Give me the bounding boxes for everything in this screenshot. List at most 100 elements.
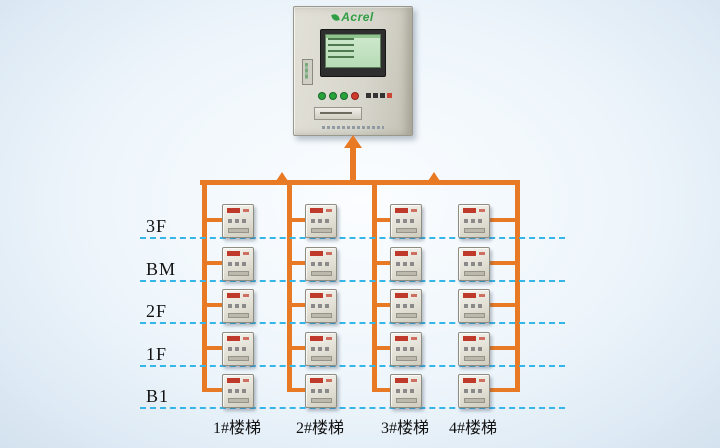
black-key-icon <box>366 93 372 98</box>
stub-line <box>287 388 307 392</box>
device-slot <box>464 398 485 403</box>
stub-line <box>372 303 392 307</box>
device-slot <box>228 313 249 318</box>
device-indicators <box>464 262 468 266</box>
device-indicators <box>396 304 400 308</box>
device-indicators <box>311 347 315 351</box>
monitoring-host-cabinet: Acrel <box>293 6 413 136</box>
device-indicators <box>228 219 232 223</box>
flow-arrow-to-host <box>344 135 362 148</box>
device-brand-mark <box>395 251 417 256</box>
device-indicators <box>228 304 232 308</box>
stub-line <box>372 388 392 392</box>
device-indicators <box>396 262 400 266</box>
device-brand-mark <box>463 293 485 298</box>
panel-footer-text <box>322 126 384 129</box>
panel-printer-slot <box>314 107 362 120</box>
device-brand-mark <box>395 378 417 383</box>
stub-line <box>202 261 224 265</box>
monitor-device <box>458 289 490 323</box>
device-slot <box>311 228 332 233</box>
floor-divider <box>140 407 565 409</box>
device-brand-mark <box>310 251 332 256</box>
device-brand-mark <box>395 208 417 213</box>
device-brand-mark <box>310 293 332 298</box>
panel-screen <box>325 34 381 68</box>
device-brand-mark <box>463 336 485 341</box>
device-indicators <box>311 389 315 393</box>
acrel-logo: Acrel <box>294 10 412 24</box>
device-slot <box>396 398 417 403</box>
device-slot <box>311 271 332 276</box>
stair-label-2: 2#楼梯 <box>295 420 344 437</box>
stub-line <box>488 218 515 222</box>
device-brand-mark <box>310 208 332 213</box>
monitor-device <box>390 374 422 408</box>
monitor-device <box>222 332 254 366</box>
monitor-device <box>305 289 337 323</box>
green-button-icon <box>318 92 326 100</box>
monitor-device <box>305 247 337 281</box>
device-indicators <box>228 347 232 351</box>
floor-label-3f: 3F <box>146 216 168 236</box>
device-indicators <box>228 389 232 393</box>
monitor-device <box>390 332 422 366</box>
device-brand-mark <box>227 378 249 383</box>
stub-line <box>372 261 392 265</box>
monitor-device <box>222 204 254 238</box>
stub-line <box>372 218 392 222</box>
monitor-device <box>222 289 254 323</box>
device-slot <box>311 313 332 318</box>
device-slot <box>396 271 417 276</box>
monitor-device <box>390 204 422 238</box>
column-line-1 <box>202 180 207 392</box>
floor-label-1f: 1F <box>146 344 168 364</box>
green-button-icon <box>340 92 348 100</box>
monitor-device <box>305 332 337 366</box>
device-brand-mark <box>310 378 332 383</box>
stair-label-3: 3#楼梯 <box>380 420 429 437</box>
device-brand-mark <box>395 293 417 298</box>
stub-line <box>488 303 515 307</box>
flow-arrow-bus-left <box>274 172 290 184</box>
floor-label-2f: 2F <box>146 301 168 321</box>
monitor-device <box>458 332 490 366</box>
stub-line <box>287 303 307 307</box>
stair-label-4: 4#楼梯 <box>448 420 497 437</box>
device-slot <box>311 356 332 361</box>
device-indicators <box>464 219 468 223</box>
device-slot <box>396 313 417 318</box>
black-key-icon <box>373 93 379 98</box>
monitor-device <box>458 247 490 281</box>
stub-line <box>202 388 224 392</box>
device-slot <box>311 398 332 403</box>
device-brand-mark <box>395 336 417 341</box>
stub-line <box>202 303 224 307</box>
device-slot <box>228 228 249 233</box>
monitor-device <box>305 204 337 238</box>
floor-label-b1: B1 <box>146 386 170 406</box>
red-button-icon <box>351 92 359 100</box>
stub-line <box>488 261 515 265</box>
device-indicators <box>464 347 468 351</box>
device-brand-mark <box>227 208 249 213</box>
panel-indicator-column <box>302 59 313 85</box>
stub-line <box>202 346 224 350</box>
stub-line <box>287 218 307 222</box>
stub-line <box>372 346 392 350</box>
panel-screen-bezel <box>320 29 386 77</box>
device-slot <box>228 398 249 403</box>
device-brand-mark <box>310 336 332 341</box>
monitor-device <box>458 374 490 408</box>
device-brand-mark <box>227 293 249 298</box>
device-slot <box>228 356 249 361</box>
device-brand-mark <box>463 251 485 256</box>
flow-arrow-bus-right <box>426 172 442 184</box>
stub-line <box>202 218 224 222</box>
stub-line <box>488 388 515 392</box>
stub-line <box>287 261 307 265</box>
device-slot <box>396 356 417 361</box>
stair-label-1: 1#楼梯 <box>212 420 261 437</box>
monitor-device <box>390 247 422 281</box>
